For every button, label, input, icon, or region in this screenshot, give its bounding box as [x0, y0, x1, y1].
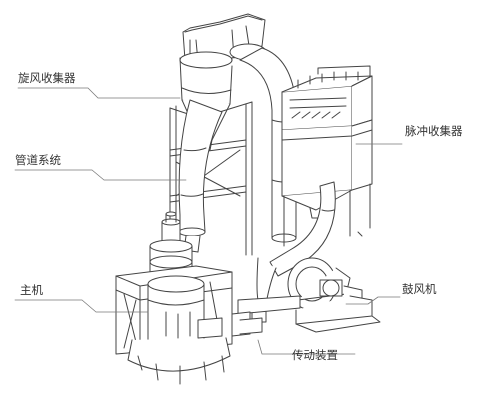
label-pipe-system: 管道系统	[15, 153, 61, 167]
label-pulse-collector: 脉冲收集器	[405, 124, 463, 138]
main-mill	[115, 211, 263, 385]
label-cyclone-collector: 旋风收集器	[18, 71, 76, 85]
blower	[287, 257, 381, 333]
return-duct	[237, 257, 301, 323]
return-pipe	[178, 99, 223, 253]
pulse-collector	[281, 65, 373, 247]
label-drive-unit: 传动装置	[292, 348, 338, 362]
label-blower: 鼓风机	[402, 282, 437, 296]
label-main-unit: 主机	[20, 283, 43, 297]
leader-lines	[14, 87, 403, 355]
